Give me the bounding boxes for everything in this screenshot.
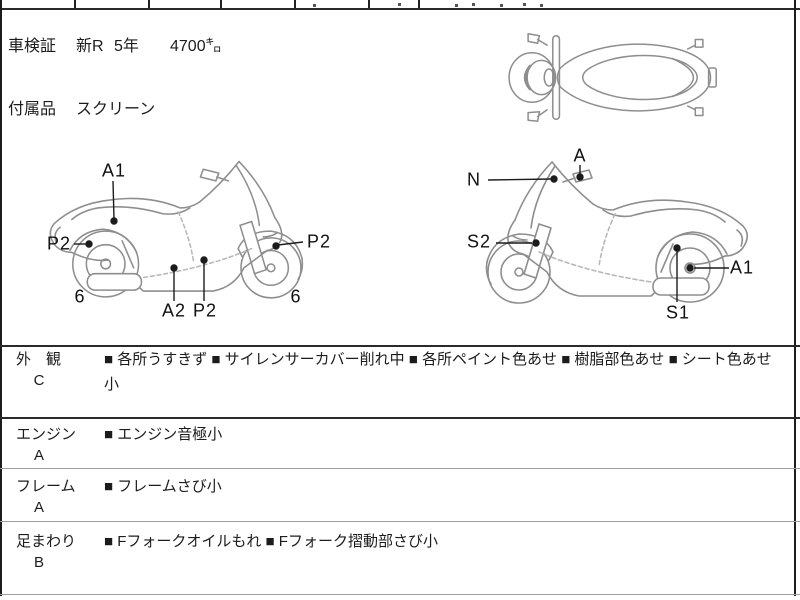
row-grade: A — [33, 499, 44, 516]
header-cell-divider — [148, 0, 150, 8]
row-remarks-wrap: 小 — [104, 376, 120, 393]
row-divider — [0, 417, 800, 419]
shaken-year: 5年 — [114, 38, 139, 55]
damage-label-a2: A2 — [161, 300, 187, 321]
row-label: エンジン — [16, 426, 77, 443]
table-top-border — [0, 345, 800, 347]
clipped-text-fragment — [523, 3, 526, 6]
clipped-text-fragment — [472, 3, 475, 6]
clipped-text-fragment — [500, 4, 503, 7]
row-label: 外 観 — [16, 351, 62, 368]
inspection-row-frame: フレーム A ■ フレームさび小 — [0, 475, 800, 520]
row-remarks: ■ エンジン音極小 — [104, 426, 223, 443]
shaken-label: 車検証 — [8, 38, 57, 55]
right-border — [794, 0, 796, 596]
inspection-row-exterior: 外 観 C ■ 各所うすきず ■ サイレンサーカバー削れ中 ■ 各所ペイント色あ… — [0, 348, 800, 417]
row-divider — [0, 468, 800, 469]
bottom-border — [0, 594, 800, 595]
row-divider — [0, 521, 800, 522]
shaken-era: 新R — [76, 38, 104, 55]
damage-label-a1: A1 — [729, 257, 755, 278]
damage-label-s1: S1 — [665, 302, 691, 323]
clipped-text-fragment — [313, 4, 316, 7]
tire-depth-label: 6 — [74, 286, 86, 307]
row-grade: C — [33, 372, 45, 389]
row-label: 足まわり — [16, 533, 77, 550]
row-grade: A — [33, 447, 44, 464]
header-bottom-border — [0, 8, 800, 10]
clipped-text-fragment — [540, 4, 543, 7]
header-cell-divider — [294, 0, 296, 8]
damage-label-p2: P2 — [306, 231, 332, 252]
cutoff-header-row — [0, 0, 800, 10]
scooter-top-view-diagram — [508, 33, 717, 122]
header-cell-divider — [74, 0, 76, 8]
row-grade: B — [33, 554, 44, 571]
inspection-row-engine: エンジン A ■ エンジン音極小 — [0, 423, 800, 468]
clipped-text-fragment — [398, 3, 401, 6]
damage-label-p2: P2 — [46, 233, 72, 254]
scooter-side-right-diagram — [485, 161, 749, 304]
damage-label-a: A — [573, 145, 587, 166]
damage-label-a1: A1 — [101, 160, 127, 181]
row-label: フレーム — [16, 478, 76, 495]
row-remarks: ■ 各所うすきず ■ サイレンサーカバー削れ中 ■ 各所ペイント色あせ ■ 樹脂… — [104, 351, 772, 368]
damage-label-p2: P2 — [192, 300, 218, 321]
damage-label-n: N — [467, 169, 481, 190]
left-border — [0, 0, 2, 596]
mileage-value: 4700㌔ — [170, 38, 222, 55]
row-remarks: ■ フレームさび小 — [104, 478, 222, 495]
accessories-value: スクリーン — [76, 101, 156, 118]
accessories-label: 付属品 — [8, 101, 57, 118]
clipped-text-fragment — [455, 4, 458, 7]
row-remarks: ■ Fフォークオイルもれ ■ Fフォーク摺動部さび小 — [104, 533, 438, 550]
inspection-row-undercarriage: 足まわり B ■ Fフォークオイルもれ ■ Fフォーク摺動部さび小 — [0, 530, 800, 590]
damage-label-s2: S2 — [466, 231, 492, 252]
header-cell-divider — [418, 0, 420, 8]
header-cell-divider — [368, 0, 370, 8]
header-cell-divider — [220, 0, 222, 8]
tire-depth-label: 6 — [290, 286, 302, 307]
